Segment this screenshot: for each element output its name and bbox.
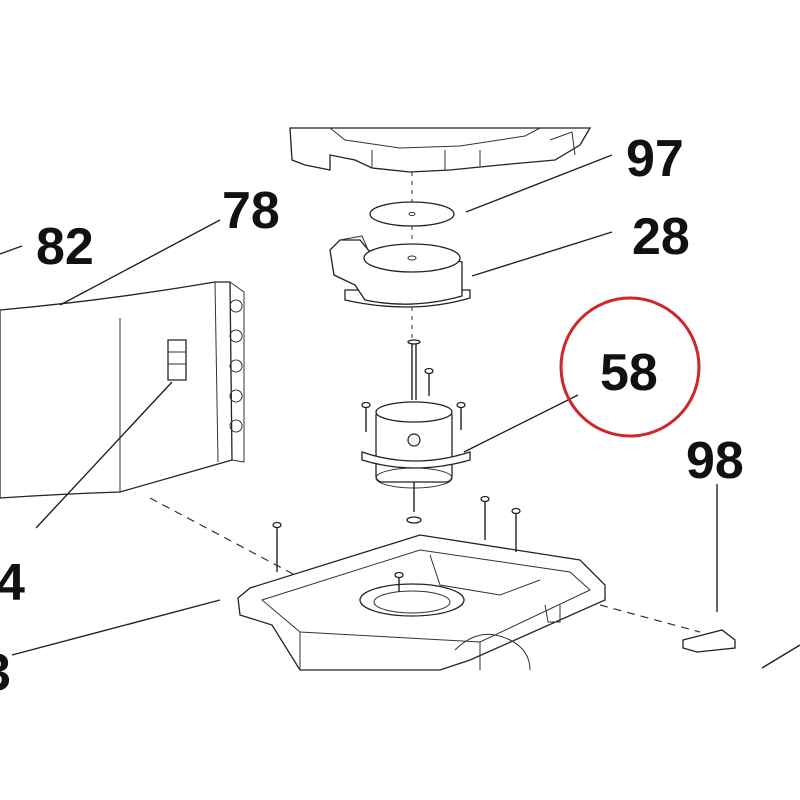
- bracket-icon: [167, 339, 187, 381]
- highlight-circle-58: [559, 296, 701, 438]
- leader-lines: [0, 154, 800, 669]
- callout-58: 58: [600, 344, 658, 402]
- top-housing: [289, 127, 592, 173]
- fan-shroud-part-28: [329, 235, 471, 308]
- callout-4: 4: [0, 554, 25, 612]
- disc-part-97: [369, 201, 455, 227]
- pad-part-98: [682, 629, 736, 653]
- callout-78: 78: [222, 182, 280, 240]
- base-screws: [272, 495, 521, 592]
- guide-line-right: [599, 604, 701, 633]
- base-tray: [237, 495, 606, 671]
- callout-82: 82: [36, 218, 94, 276]
- motor-part-58: [361, 339, 471, 524]
- guide-line-left: [149, 497, 296, 576]
- callout-3: 3: [0, 644, 11, 702]
- callout-98: 98: [686, 432, 744, 490]
- callout-28: 28: [632, 208, 690, 266]
- callout-97: 97: [626, 130, 684, 188]
- motor-screws: [361, 367, 466, 432]
- side-panel-part-82: [0, 281, 245, 499]
